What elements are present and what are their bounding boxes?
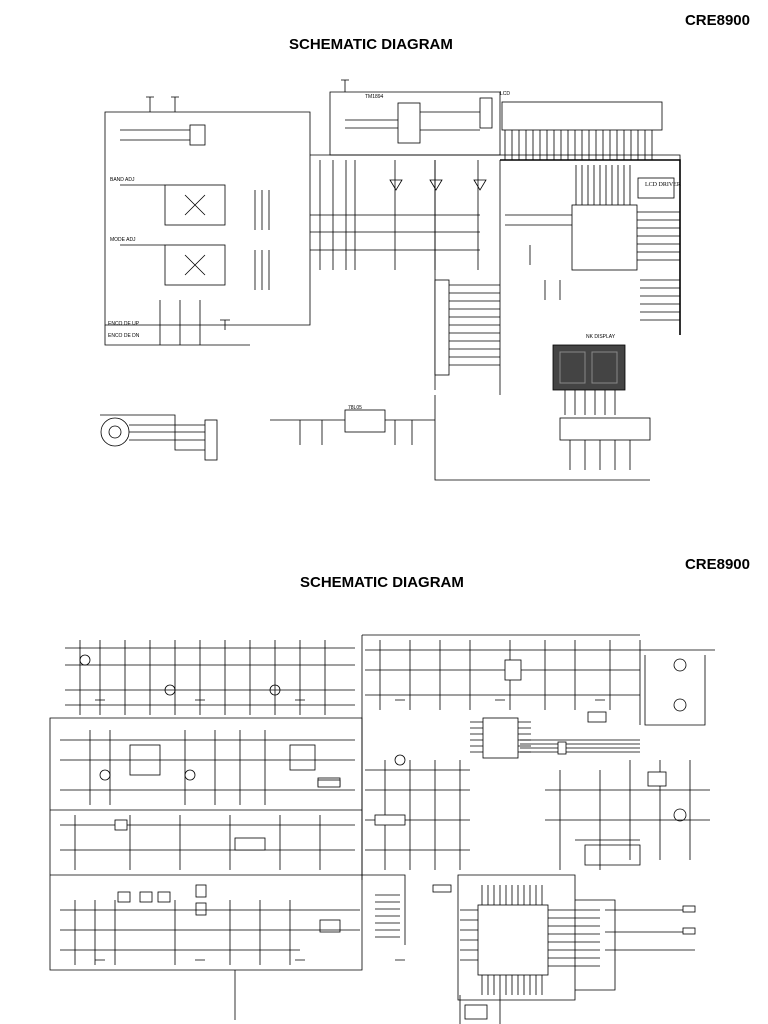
model-label-bottom: CRE8900	[684, 556, 750, 573]
model-label-top: CRE8900	[684, 12, 750, 29]
svg-text:TM1894: TM1894	[365, 94, 384, 100]
svg-text:LCD: LCD	[500, 91, 510, 97]
title-bottom: SCHEMATIC DIAGRAM	[300, 574, 464, 591]
svg-text:ENCO DE UP: ENCO DE UP	[108, 321, 140, 327]
svg-text:78L05: 78L05	[348, 405, 362, 411]
schematic-top: LCD DRIVER BAND ADJ MODE ADJ ENCO DE UP …	[100, 79, 681, 481]
title-top: SCHEMATIC DIAGRAM	[289, 36, 453, 53]
schematic-bottom	[49, 634, 715, 1024]
lcd-driver-label: LCD DRIVER	[645, 182, 681, 188]
svg-text:ENCO DE DN: ENCO DE DN	[108, 333, 140, 339]
svg-text:MODE ADJ: MODE ADJ	[110, 237, 136, 243]
svg-text:NK DISPLAY: NK DISPLAY	[586, 334, 616, 340]
svg-text:BAND ADJ: BAND ADJ	[110, 177, 135, 183]
